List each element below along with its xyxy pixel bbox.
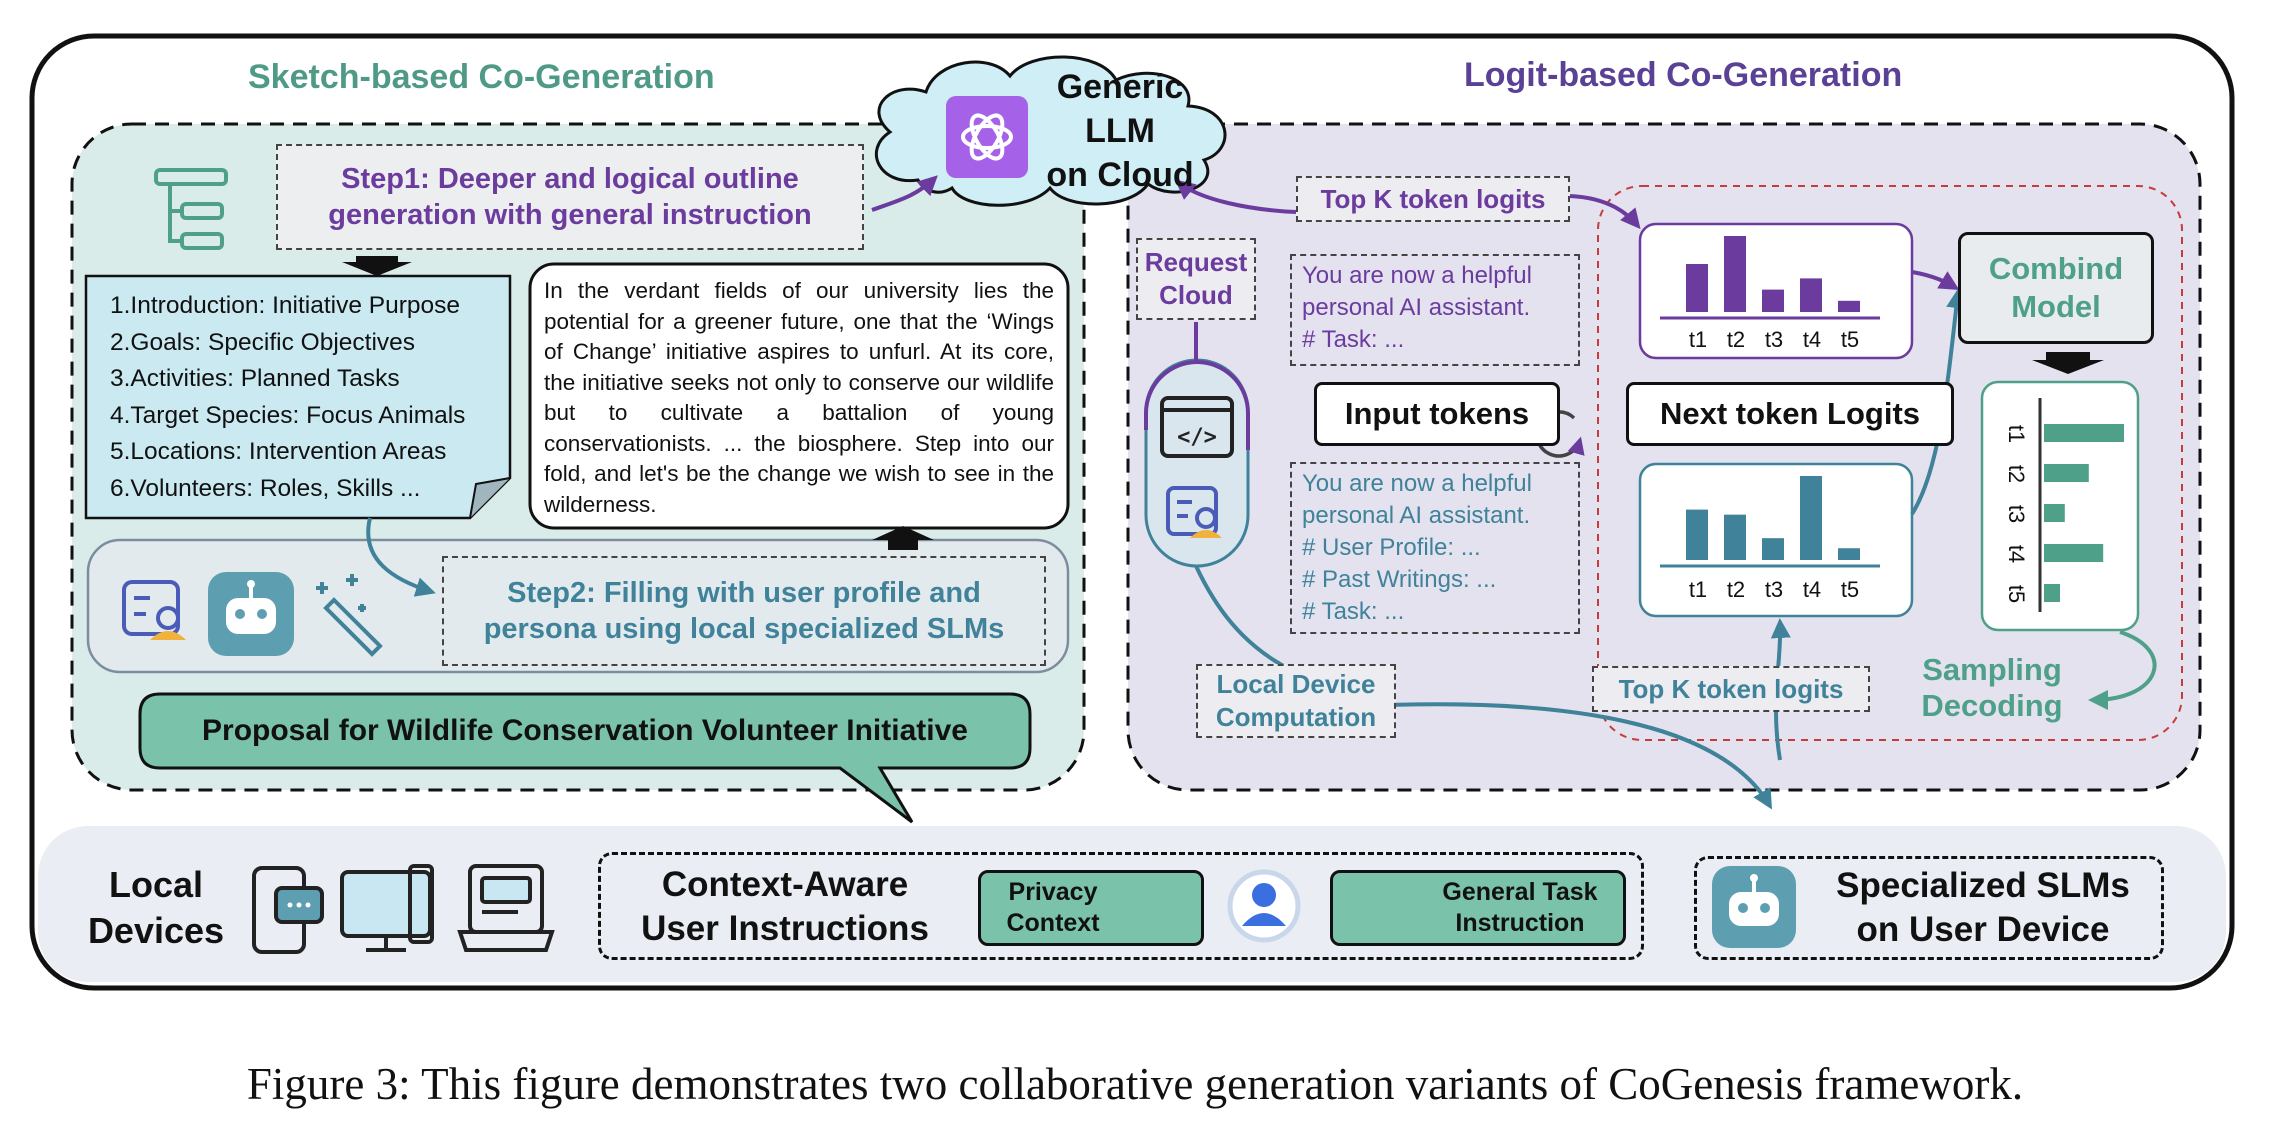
openai-icon-bg: [946, 96, 1028, 178]
bar-t1: [1686, 509, 1708, 560]
bar-t4: [1800, 278, 1822, 312]
bar-t4: [2044, 544, 2104, 562]
arrow-top-chart-to-combined: [1911, 270, 1960, 291]
prompt-local: You are now a helpful personal AI assist…: [1290, 462, 1580, 634]
request-cloud-label: Request Cloud: [1136, 238, 1256, 320]
generated-text-box: [528, 262, 1070, 530]
figure-caption: Figure 3: This figure demonstrates two c…: [246, 1059, 2024, 1109]
svg-text:</>: </>: [1177, 425, 1217, 450]
outline-item: 2.Goals: Specific Objectives: [110, 328, 416, 356]
logit-fusion-region: [1597, 185, 2183, 741]
tick-label: t4: [2004, 544, 2029, 564]
user-avatar-icon: [1227, 869, 1301, 943]
step1-box: Step1: Deeper and logical outline genera…: [276, 144, 864, 250]
tick-label: t3: [2004, 504, 2029, 524]
local-device-computation-label: Local Device Computation: [1196, 664, 1396, 738]
tick-label: t3: [1764, 327, 1784, 352]
bar-t1: [1686, 264, 1708, 312]
generated-text: In the verdant fields of our university …: [544, 278, 1054, 517]
tick-label: t5: [1840, 327, 1860, 352]
openai-icon: [961, 113, 1013, 161]
context-aware-group: [598, 852, 1644, 960]
outline-item: 3.Activities: Planned Tasks: [110, 365, 400, 392]
diagram-canvas: </> </>: [29, 33, 2235, 991]
local-devices-label: Local Devices: [87, 864, 225, 951]
privacy-context-box: [978, 870, 1204, 946]
profile-icon-capsule: [1166, 486, 1222, 538]
tick-label: t3: [1764, 577, 1784, 602]
phone-icon: [252, 866, 324, 954]
arrow-topk-to-chart: [1569, 194, 1641, 230]
profile-icon-step2: [122, 580, 186, 640]
arrow-step1-to-outline: [342, 256, 412, 276]
bar-t5: [1838, 300, 1860, 312]
general-task-box: [1330, 870, 1626, 946]
next-token-logits-box: Next token Logits: [1626, 382, 1954, 446]
proposal-title: Proposal for Wildlife Conservation Volun…: [202, 714, 968, 747]
logit-region: [1126, 122, 2202, 792]
bar-t3: [1762, 538, 1784, 560]
general-task-label: General Task Instruction: [1442, 878, 1598, 937]
bottom-chart-bars: [1686, 476, 1860, 560]
combined-chart-bars: [2044, 424, 2124, 602]
context-aware-label: Context-Aware User Instructions: [641, 865, 929, 948]
bar-t2: [1724, 236, 1746, 312]
specialized-slms-group: [1694, 856, 2164, 960]
combined-model-box: Combind Model: [1958, 232, 2154, 344]
tick-label: t2: [1726, 327, 1746, 352]
magic-wand-icon: [316, 574, 383, 657]
arrow-cloud-to-step1: [871, 175, 938, 212]
arrow-capsule-to-slm: [1194, 565, 1773, 810]
tick-label: t5: [2004, 584, 2029, 604]
sampling-decoding-label: Sampling Decoding: [1921, 652, 2063, 723]
robot-icon-step2: [208, 572, 294, 656]
arrow-outline-to-step2: [366, 517, 436, 597]
privacy-context-label: Privacy Context: [1006, 878, 1100, 937]
logit-section-title: Logit-based Co-Generation: [1464, 56, 1903, 94]
bar-t5: [2044, 584, 2060, 602]
tick-label: t4: [1802, 327, 1822, 352]
arrow-step2-to-text: [872, 526, 934, 550]
outline-tree-icon: [154, 168, 228, 250]
bar-t1: [2044, 424, 2124, 442]
outline-item: 1.Introduction: Initiative Purpose: [110, 292, 461, 319]
monitor-icon: [340, 864, 434, 952]
top-chart-bars: [1686, 236, 1860, 312]
cloud-label: Generic LLM on Cloud: [1046, 68, 1194, 194]
top-k-logits-bottom: Top K token logits: [1592, 666, 1870, 712]
tick-label: t5: [1840, 577, 1860, 602]
sketch-section-title: Sketch-based Co-Generation: [248, 58, 715, 96]
laptop-icon: [457, 864, 555, 952]
arrow-combined-down: [2032, 352, 2104, 374]
outline-item: 6.Volunteers: Roles, Skills ...: [110, 474, 421, 502]
specialized-slms-label: Specialized SLMs on User Device: [1836, 866, 2130, 949]
arrow-to-cloud: [1174, 179, 1297, 214]
bar-t3: [1762, 289, 1784, 312]
outline-fold: [469, 477, 511, 519]
tick-label: t1: [1688, 327, 1708, 352]
proposal-bubble: [138, 692, 1032, 824]
robot-icon-bottom: [1712, 866, 1796, 948]
bar-t2: [1724, 514, 1746, 560]
outline-item: 4.Target Species: Focus Animals: [110, 401, 466, 429]
arrow-sampling: [2088, 630, 2157, 710]
tick-label: t1: [1688, 577, 1708, 602]
code-window-icon-capsule: </>: [1160, 396, 1234, 458]
step2-box: Step2: Filling with user profile and per…: [442, 556, 1046, 666]
outline-item: 5.Locations: Intervention Areas: [110, 438, 447, 465]
bar-t4: [1800, 476, 1822, 560]
tick-label: t2: [1726, 577, 1746, 602]
prompt-cloud: You are now a helpful personal AI assist…: [1290, 254, 1580, 366]
tick-label: t1: [2004, 424, 2029, 444]
tick-label: t4: [1802, 577, 1822, 602]
capsule-top-arc: [1144, 360, 1250, 450]
input-tokens-box: Input tokens: [1314, 382, 1560, 446]
top-k-logits-top: Top K token logits: [1296, 176, 1570, 222]
bar-t2: [2044, 464, 2089, 482]
bar-t5: [1838, 548, 1860, 560]
outline-list: 1.Introduction: Initiative Purpose 2.Goa…: [110, 288, 510, 514]
bar-t3: [2044, 504, 2065, 522]
tick-label: t2: [2004, 464, 2029, 484]
